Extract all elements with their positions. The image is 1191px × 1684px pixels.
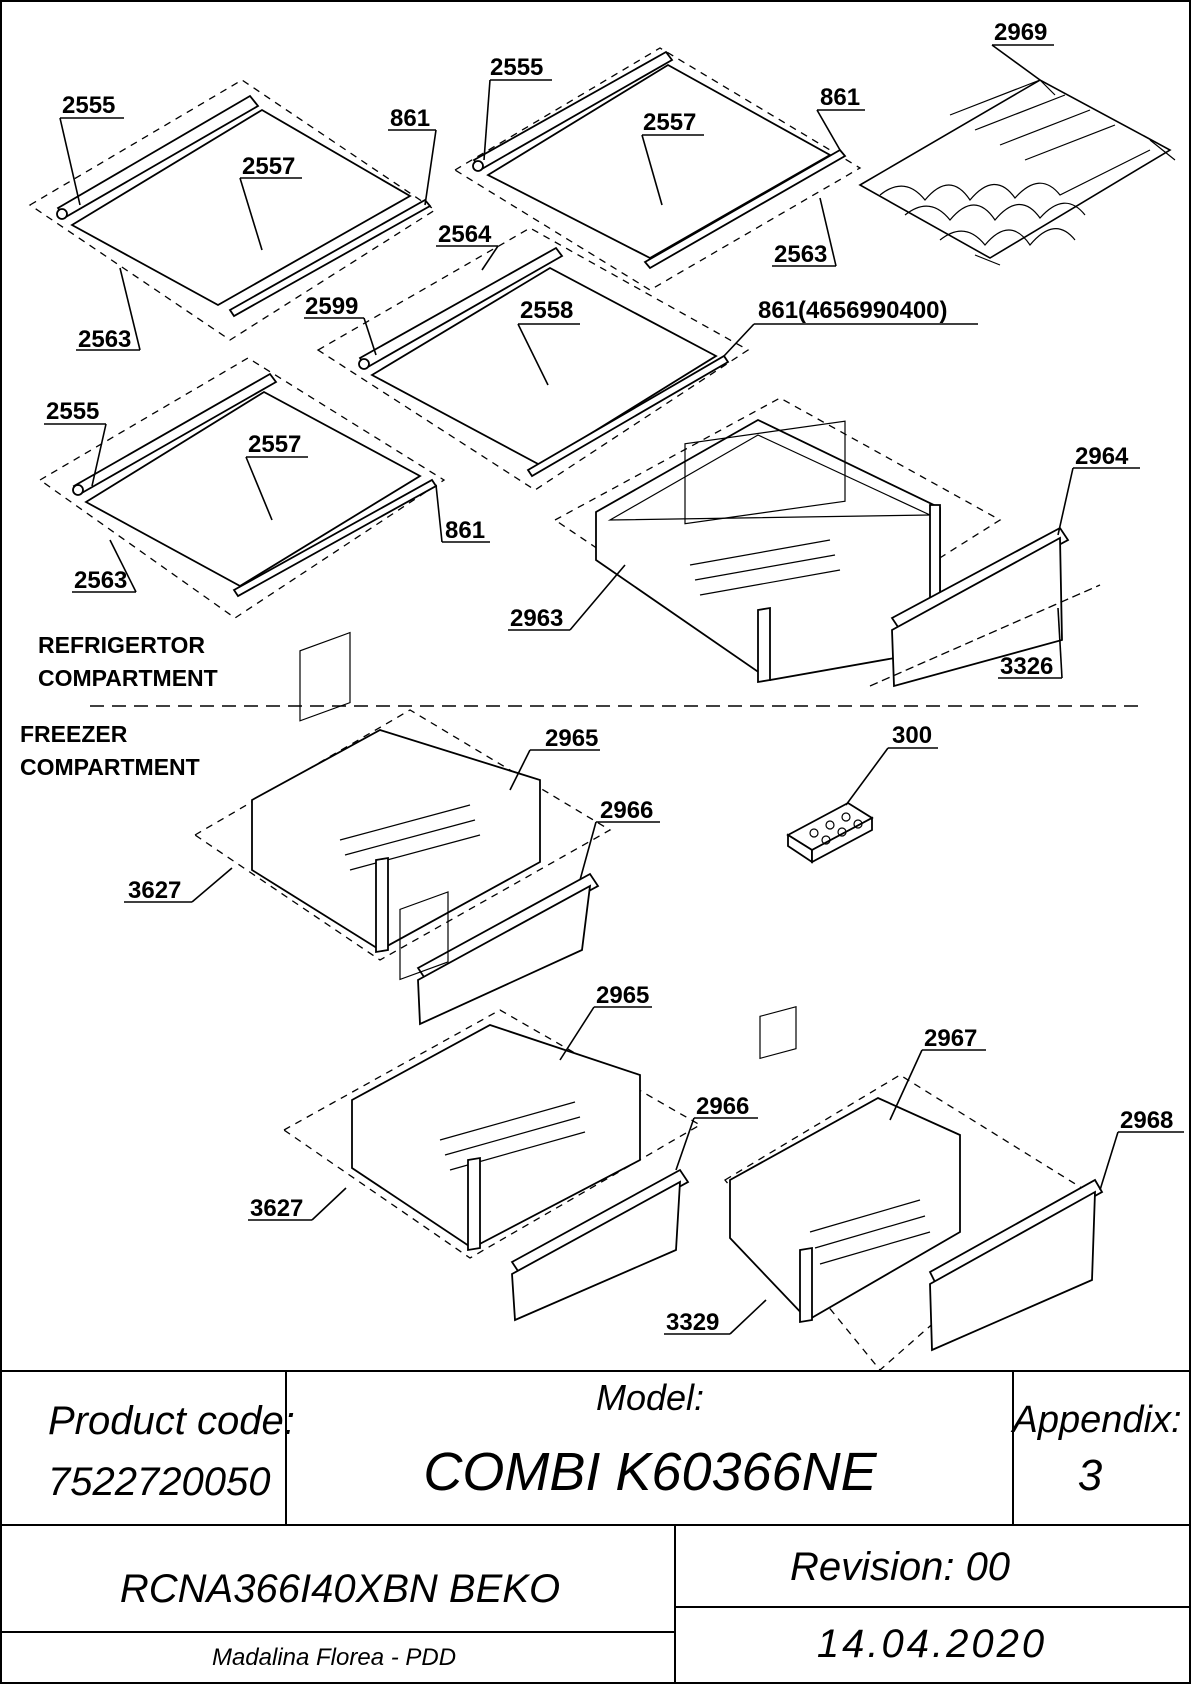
callout-2965: 2965 — [596, 982, 649, 1009]
ice-tray — [786, 801, 874, 864]
callout-2557: 2557 — [242, 153, 295, 180]
section-refrigerator-line1: REFRIGERTOR — [38, 632, 205, 658]
freezer-drawer-1-front — [416, 872, 600, 1026]
callout-861: 861 — [445, 517, 485, 544]
callout-2966: 2966 — [696, 1093, 749, 1120]
callout-2557: 2557 — [643, 109, 696, 136]
callout-2564: 2564 — [438, 221, 492, 248]
callout-2555: 2555 — [490, 54, 543, 81]
freezer-drawer-2 — [282, 891, 702, 1259]
callout-861: 861 — [820, 84, 860, 111]
callout-2967: 2967 — [924, 1025, 977, 1052]
section-freezer-line2: COMPARTMENT — [20, 754, 200, 780]
appendix-label: Appendix: — [1010, 1399, 1181, 1441]
callout-300: 300 — [892, 722, 932, 749]
callout-2964: 2964 — [1075, 443, 1129, 470]
callout-2563: 2563 — [74, 567, 127, 594]
freezer-drawer-2-front — [510, 1168, 690, 1322]
title-block: Product code: 7522720050 Model: COMBI K6… — [1, 1370, 1190, 1683]
appendix-value: 3 — [1078, 1451, 1103, 1500]
section-refrigerator-line2: COMPARTMENT — [38, 665, 218, 691]
callout-3627: 3627 — [250, 1195, 303, 1222]
author: Madalina Florea - PDD — [212, 1644, 456, 1671]
callout-2966: 2966 — [600, 797, 653, 824]
freezer-drawer-3 — [724, 1005, 1087, 1371]
callout-2968: 2968 — [1120, 1107, 1173, 1134]
callout-2969: 2969 — [994, 19, 1047, 46]
variant-name: RCNA366I40XBN BEKO — [120, 1567, 560, 1611]
callout-2563: 2563 — [78, 326, 131, 353]
callout-3329: 3329 — [666, 1309, 719, 1336]
callout-2557: 2557 — [248, 431, 301, 458]
model-label: Model: — [596, 1377, 704, 1418]
callout-2555: 2555 — [46, 398, 99, 425]
callout-2555: 2555 — [62, 92, 115, 119]
glass-shelf-a — [28, 79, 437, 341]
wine-rack — [858, 79, 1176, 266]
callout-861: 861 — [390, 105, 430, 132]
callout-2965: 2965 — [545, 725, 598, 752]
callout-2599: 2599 — [305, 293, 358, 320]
drawing-date: 14.04.2020 — [817, 1622, 1047, 1666]
callout-861-code: 861(4656990400) — [758, 297, 948, 324]
model-value: COMBI K60366NE — [423, 1442, 877, 1502]
revision: Revision: 00 — [790, 1545, 1010, 1589]
freezer-drawer-1 — [193, 631, 612, 961]
product-code-value: 7522720050 — [48, 1460, 270, 1504]
product-code-label: Product code: — [48, 1399, 295, 1443]
glass-shelf-c — [316, 227, 750, 491]
callout-2558: 2558 — [520, 297, 573, 324]
section-freezer-line1: FREEZER — [20, 721, 128, 747]
glass-shelf-b — [453, 47, 862, 291]
callout-3326: 3326 — [1000, 653, 1053, 680]
callout-3627: 3627 — [128, 877, 181, 904]
freezer-drawer-3-front — [928, 1178, 1104, 1352]
callout-2963: 2963 — [510, 605, 563, 632]
callout-2563: 2563 — [774, 241, 827, 268]
glass-shelf-d — [38, 357, 446, 619]
crisper-front-panel — [869, 526, 1101, 688]
